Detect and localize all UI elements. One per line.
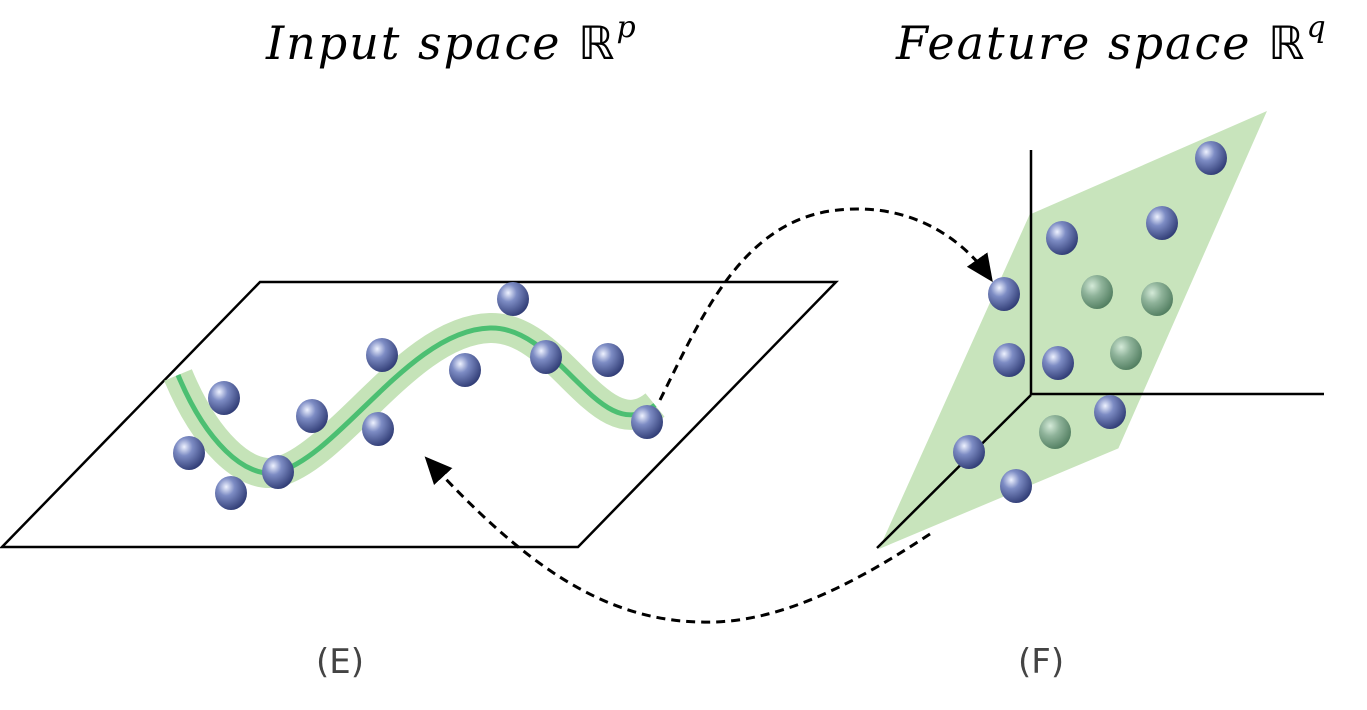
input-space-title: Input space ℝp bbox=[266, 10, 638, 70]
feature-space-title-text: Feature space bbox=[896, 16, 1269, 70]
input-space-title-text: Input space bbox=[266, 16, 579, 70]
sphere-point-icon bbox=[362, 412, 394, 446]
sphere-point-icon bbox=[1146, 206, 1178, 240]
feature-space-caption: (F) bbox=[1018, 642, 1065, 682]
sphere-point-icon bbox=[530, 340, 562, 374]
feature-space-exponent: q bbox=[1306, 10, 1328, 45]
manifold-curve bbox=[175, 325, 657, 476]
input-plane bbox=[0, 280, 839, 549]
feature-points bbox=[953, 141, 1227, 503]
sphere-point-icon bbox=[1039, 415, 1071, 449]
manifold-band bbox=[164, 312, 665, 488]
sphere-point-icon bbox=[1110, 336, 1142, 370]
feature-axes bbox=[876, 150, 1324, 549]
sphere-point-icon bbox=[1042, 346, 1074, 380]
input-space-caption: (E) bbox=[316, 642, 365, 682]
input-space-symbol: ℝ bbox=[578, 16, 617, 70]
sphere-point-icon bbox=[497, 282, 529, 316]
sphere-point-icon bbox=[1000, 469, 1032, 503]
sphere-point-icon bbox=[1094, 395, 1126, 429]
sphere-point-icon bbox=[1081, 275, 1113, 309]
sphere-point-icon bbox=[262, 455, 294, 489]
sphere-point-icon bbox=[296, 399, 328, 433]
dashed-arrow-icon bbox=[424, 456, 931, 624]
sphere-point-icon bbox=[592, 343, 624, 377]
sphere-point-icon bbox=[631, 405, 663, 439]
input-points bbox=[173, 282, 663, 510]
sphere-point-icon bbox=[1046, 221, 1078, 255]
sphere-point-icon bbox=[449, 353, 481, 387]
sphere-point-icon bbox=[215, 476, 247, 510]
sphere-point-icon bbox=[953, 435, 985, 469]
feature-plane bbox=[879, 111, 1267, 549]
feature-space-symbol: ℝ bbox=[1268, 16, 1307, 70]
sphere-point-icon bbox=[208, 381, 240, 415]
input-space-exponent: p bbox=[616, 10, 638, 45]
sphere-point-icon bbox=[993, 343, 1025, 377]
sphere-point-icon bbox=[988, 277, 1020, 311]
sphere-point-icon bbox=[366, 338, 398, 372]
sphere-point-icon bbox=[173, 436, 205, 470]
sphere-point-icon bbox=[1195, 141, 1227, 175]
sphere-point-icon bbox=[1141, 282, 1173, 316]
dashed-arrow-icon bbox=[658, 207, 993, 401]
feature-space-title: Feature space ℝq bbox=[896, 10, 1328, 70]
axis-depth bbox=[876, 394, 1032, 549]
